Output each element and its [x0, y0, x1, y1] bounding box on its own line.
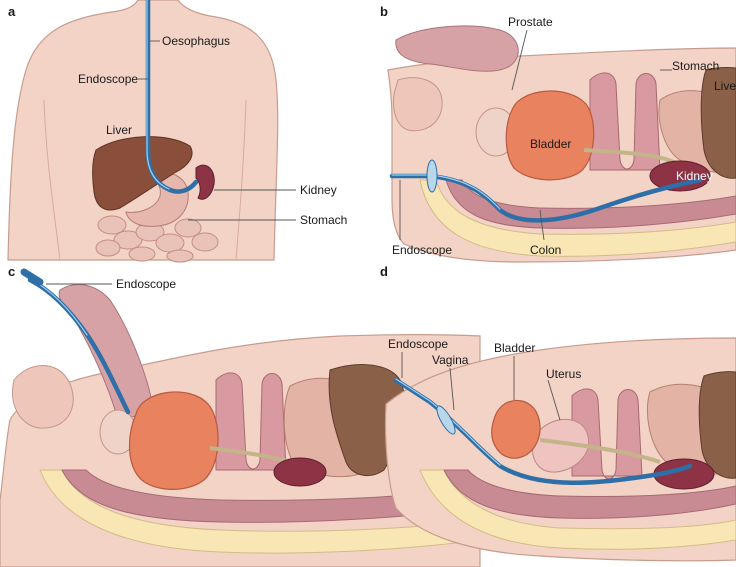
label-endoscope-d: Endoscope — [388, 337, 448, 351]
bladder-d — [492, 400, 540, 458]
bladder-b — [506, 91, 593, 180]
label-bladder-d: Bladder — [494, 341, 535, 355]
label-endoscope-a: Endoscope — [78, 72, 138, 86]
kidney-c — [274, 458, 326, 486]
label-bladder-b: Bladder — [530, 137, 571, 151]
panel-d: d Endoscope Vagina Bladder Uterus — [380, 264, 736, 561]
panel-b-letter: b — [380, 4, 388, 19]
panel-c-letter: c — [8, 264, 15, 279]
panel-a: a Oesophagus Endoscope — [8, 0, 347, 262]
bladder-c — [130, 392, 219, 489]
panel-b: b Prostate Stomach Live Bladder — [380, 4, 736, 262]
label-oesophagus: Oesophagus — [162, 34, 230, 48]
label-endoscope-c: Endoscope — [116, 277, 176, 291]
label-endoscope-b: Endoscope — [392, 243, 452, 257]
label-kidney-a: Kidney — [300, 183, 337, 197]
label-stomach-a: Stomach — [300, 213, 347, 227]
label-prostate-b: Prostate — [508, 15, 553, 29]
label-vagina-d: Vagina — [432, 353, 469, 367]
label-uterus-d: Uterus — [546, 367, 581, 381]
label-colon-b: Colon — [530, 243, 561, 257]
label-liver-a: Liver — [106, 123, 132, 137]
label-stomach-b: Stomach — [672, 59, 719, 73]
panel-a-letter: a — [8, 4, 16, 19]
panel-d-letter: d — [380, 264, 388, 279]
label-kidney-b: Kidney — [676, 169, 713, 183]
label-liver-b: Live — [714, 79, 736, 93]
